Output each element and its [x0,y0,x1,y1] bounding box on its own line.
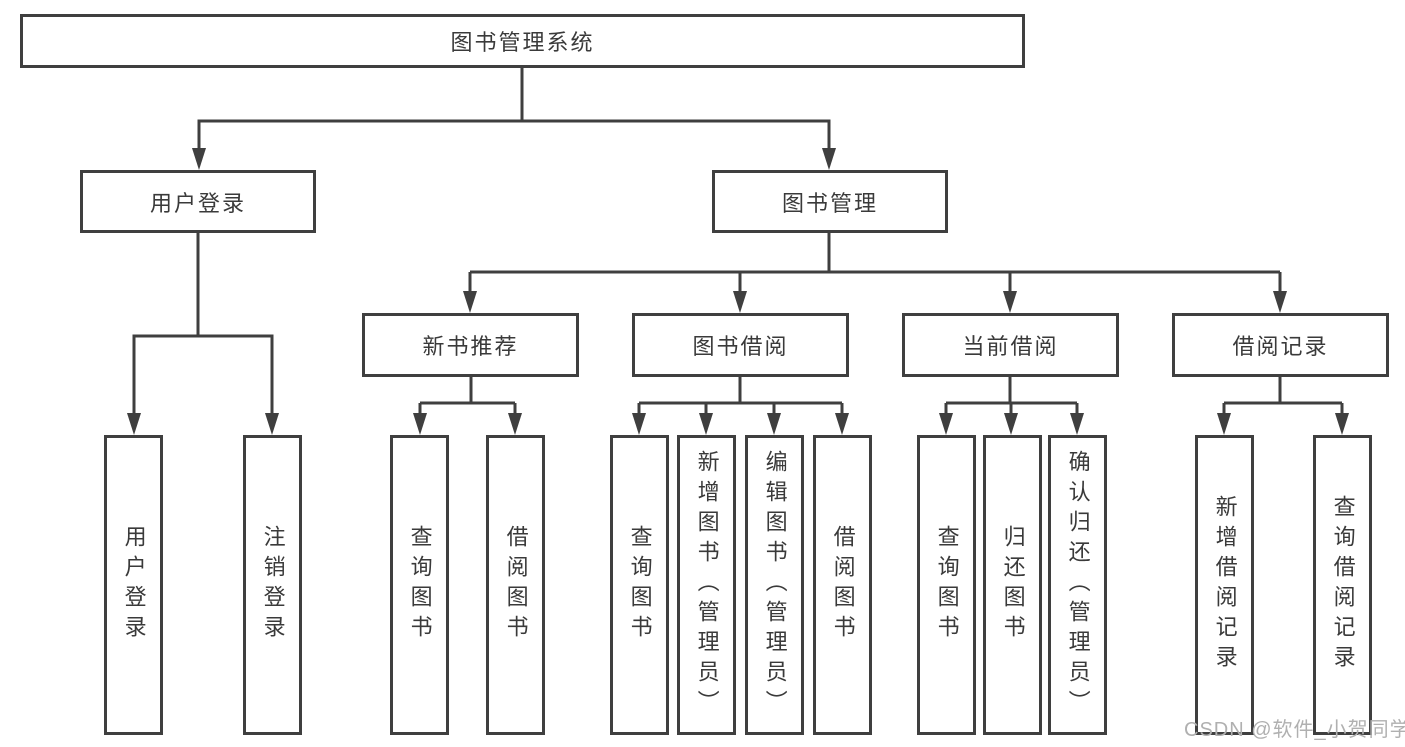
arrow-down-icon [822,148,836,170]
arrow-down-icon [192,148,206,170]
node-label: 图书借阅 [692,334,789,359]
arrow-down-icon [413,413,427,435]
arrow-down-icon [1335,413,1349,435]
node-label: 查询图书 [627,525,653,645]
node-label: 借阅图书 [830,525,856,645]
leaf-query-books-borrow: 查询图书 [610,435,669,735]
node-label: 图书管理 [781,190,878,216]
leaf-add-books-admin: 新增图书（管理员） [677,435,736,735]
node-current-borrow: 当前借阅 [902,313,1119,377]
arrow-down-icon [1273,291,1287,313]
node-book-borrow: 图书借阅 [632,313,849,377]
node-label: 新增借阅记录 [1212,495,1238,675]
node-book-management: 图书管理 [712,170,948,233]
arrow-down-icon [1217,413,1231,435]
node-label: 借阅记录 [1232,334,1329,359]
node-borrow-records: 借阅记录 [1172,313,1389,377]
node-label: 注销登录 [260,525,286,645]
node-label: 借阅图书 [503,525,529,645]
leaf-borrow-books-recommend: 借阅图书 [486,435,545,735]
leaf-edit-books-admin: 编辑图书（管理员） [745,435,804,735]
leaf-user-login: 用户登录 [104,435,163,735]
connector-book-management-branch [468,233,1282,294]
leaf-confirm-return-admin: 确认归还（管理员） [1048,435,1107,735]
node-label: 图书管理系统 [450,30,595,55]
node-label: 用户登录 [121,525,147,645]
leaf-add-borrow-record: 新增借阅记录 [1195,435,1254,735]
connector-current-borrow-group [944,377,1079,416]
arrow-down-icon [939,413,953,435]
leaf-query-borrow-record: 查询借阅记录 [1313,435,1372,735]
leaf-return-books: 归还图书 [983,435,1042,735]
node-label: 确认归还（管理员） [1065,450,1091,720]
leaf-query-books-current: 查询图书 [917,435,976,735]
watermark: CSDN @软件_小贺同学 [1184,719,1405,741]
arrow-down-icon [835,413,849,435]
node-label: 查询借阅记录 [1330,495,1356,675]
arrow-down-icon [508,413,522,435]
connector-book-borrow-group [637,377,844,416]
node-label: 用户登录 [149,190,246,216]
arrow-down-icon [767,413,781,435]
arrow-down-icon [1004,413,1018,435]
node-new-book-recommend: 新书推荐 [362,313,579,377]
node-library-management-system: 图书管理系统 [20,14,1025,68]
node-label: 查询图书 [934,525,960,645]
node-user-login: 用户登录 [80,170,316,233]
connector-user-login-branch [132,233,274,415]
arrow-down-icon [1003,291,1017,313]
connector-borrow-records-group [1222,377,1344,416]
arrow-down-icon [1070,413,1084,435]
leaf-query-books-recommend: 查询图书 [390,435,449,735]
arrow-down-icon [733,291,747,313]
arrow-down-icon [463,291,477,313]
arrow-down-icon [127,413,141,435]
leaf-logout: 注销登录 [243,435,302,735]
node-label: 查询图书 [407,525,433,645]
node-label: 当前借阅 [962,334,1059,359]
node-label: 新书推荐 [422,334,519,359]
arrow-down-icon [265,413,279,435]
node-label: 编辑图书（管理员） [762,450,788,720]
arrow-down-icon [699,413,713,435]
node-label: 归还图书 [1000,525,1026,645]
leaf-borrow-books: 借阅图书 [813,435,872,735]
connector-level2 [197,119,831,150]
node-label: 新增图书（管理员） [694,450,720,720]
arrow-down-icon [632,413,646,435]
connector-new-book-group [418,377,517,416]
